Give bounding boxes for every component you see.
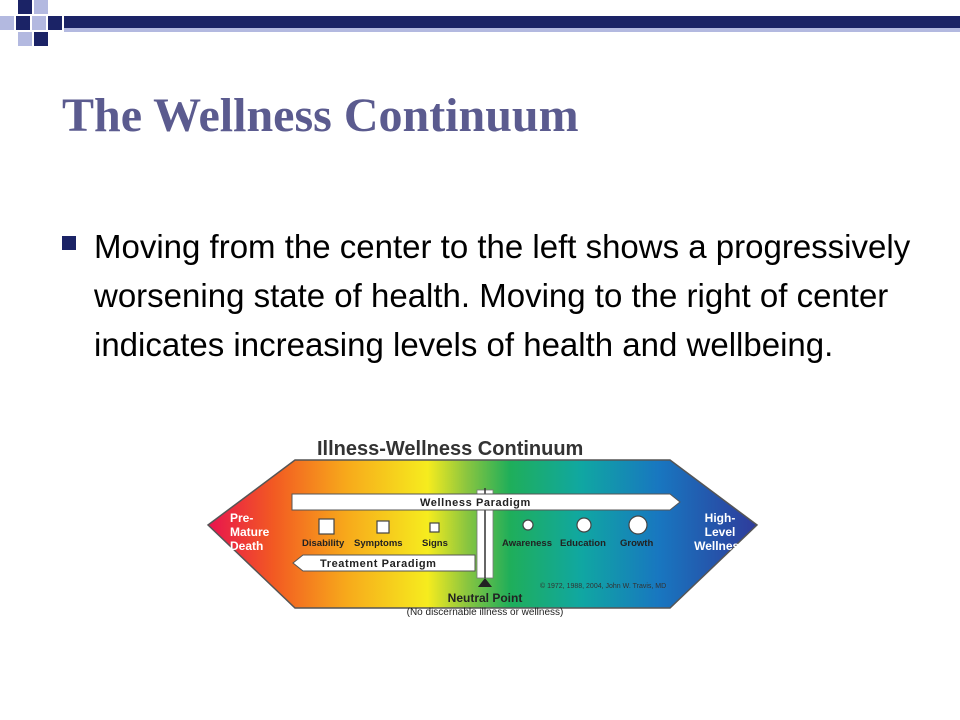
- right-end-label-line1: High-: [705, 511, 736, 525]
- treatment-paradigm-label: Treatment Paradigm: [320, 558, 437, 570]
- deco-bar-light: [64, 28, 960, 32]
- symptoms-square-icon: [376, 520, 390, 534]
- deco-bar-dark: [64, 16, 960, 28]
- stage-label-education: Education: [560, 538, 606, 549]
- neutral-point-label: Neutral Point: [448, 591, 523, 605]
- right-end-label-line2: Level: [705, 525, 736, 539]
- left-end-label-line3: Death: [230, 539, 263, 553]
- neutral-point-sublabel: (No discernable illness or wellness): [407, 607, 564, 618]
- wellness-paradigm-arrow: [291, 493, 681, 511]
- wellness-paradigm-label: Wellness Paradigm: [420, 497, 531, 509]
- education-circle-icon: [576, 517, 592, 533]
- awareness-circle-icon: [522, 519, 534, 531]
- disability-square-icon: [318, 518, 335, 535]
- deco-square-dark: [34, 32, 48, 46]
- deco-square-dark: [16, 16, 30, 30]
- left-end-label-line1: Pre-: [230, 511, 253, 525]
- deco-square-light: [18, 32, 32, 46]
- signs-square-icon: [429, 522, 440, 533]
- stage-label-awareness: Awareness: [502, 538, 552, 549]
- deco-square-light: [32, 16, 46, 30]
- copyright-text: © 1972, 1988, 2004, John W. Travis, MD: [540, 582, 666, 590]
- left-end-label-line2: Mature: [230, 525, 270, 539]
- bullet-square-icon: [62, 236, 76, 250]
- stage-label-signs: Signs: [422, 538, 448, 549]
- slide-title: The Wellness Continuum: [62, 89, 579, 142]
- deco-square-light: [34, 0, 48, 14]
- deco-square-light: [0, 16, 14, 30]
- diagram-heading: Illness-Wellness Continuum: [317, 438, 583, 460]
- treatment-paradigm-arrow: [292, 554, 476, 572]
- deco-square-dark: [18, 0, 32, 14]
- right-end-label-line3: Wellness: [694, 539, 746, 553]
- stage-label-growth: Growth: [620, 538, 653, 549]
- deco-square-dark: [48, 16, 62, 30]
- corner-decoration: [0, 0, 960, 46]
- stage-label-symptoms: Symptoms: [354, 538, 403, 549]
- neutral-point-triangle-icon: [478, 578, 492, 587]
- illness-wellness-continuum-diagram: Illness-Wellness Continuum Wellness Para…: [206, 438, 759, 618]
- stage-label-disability: Disability: [302, 538, 345, 549]
- growth-circle-icon: [628, 515, 648, 535]
- bullet-text: Moving from the center to the left shows…: [94, 228, 911, 363]
